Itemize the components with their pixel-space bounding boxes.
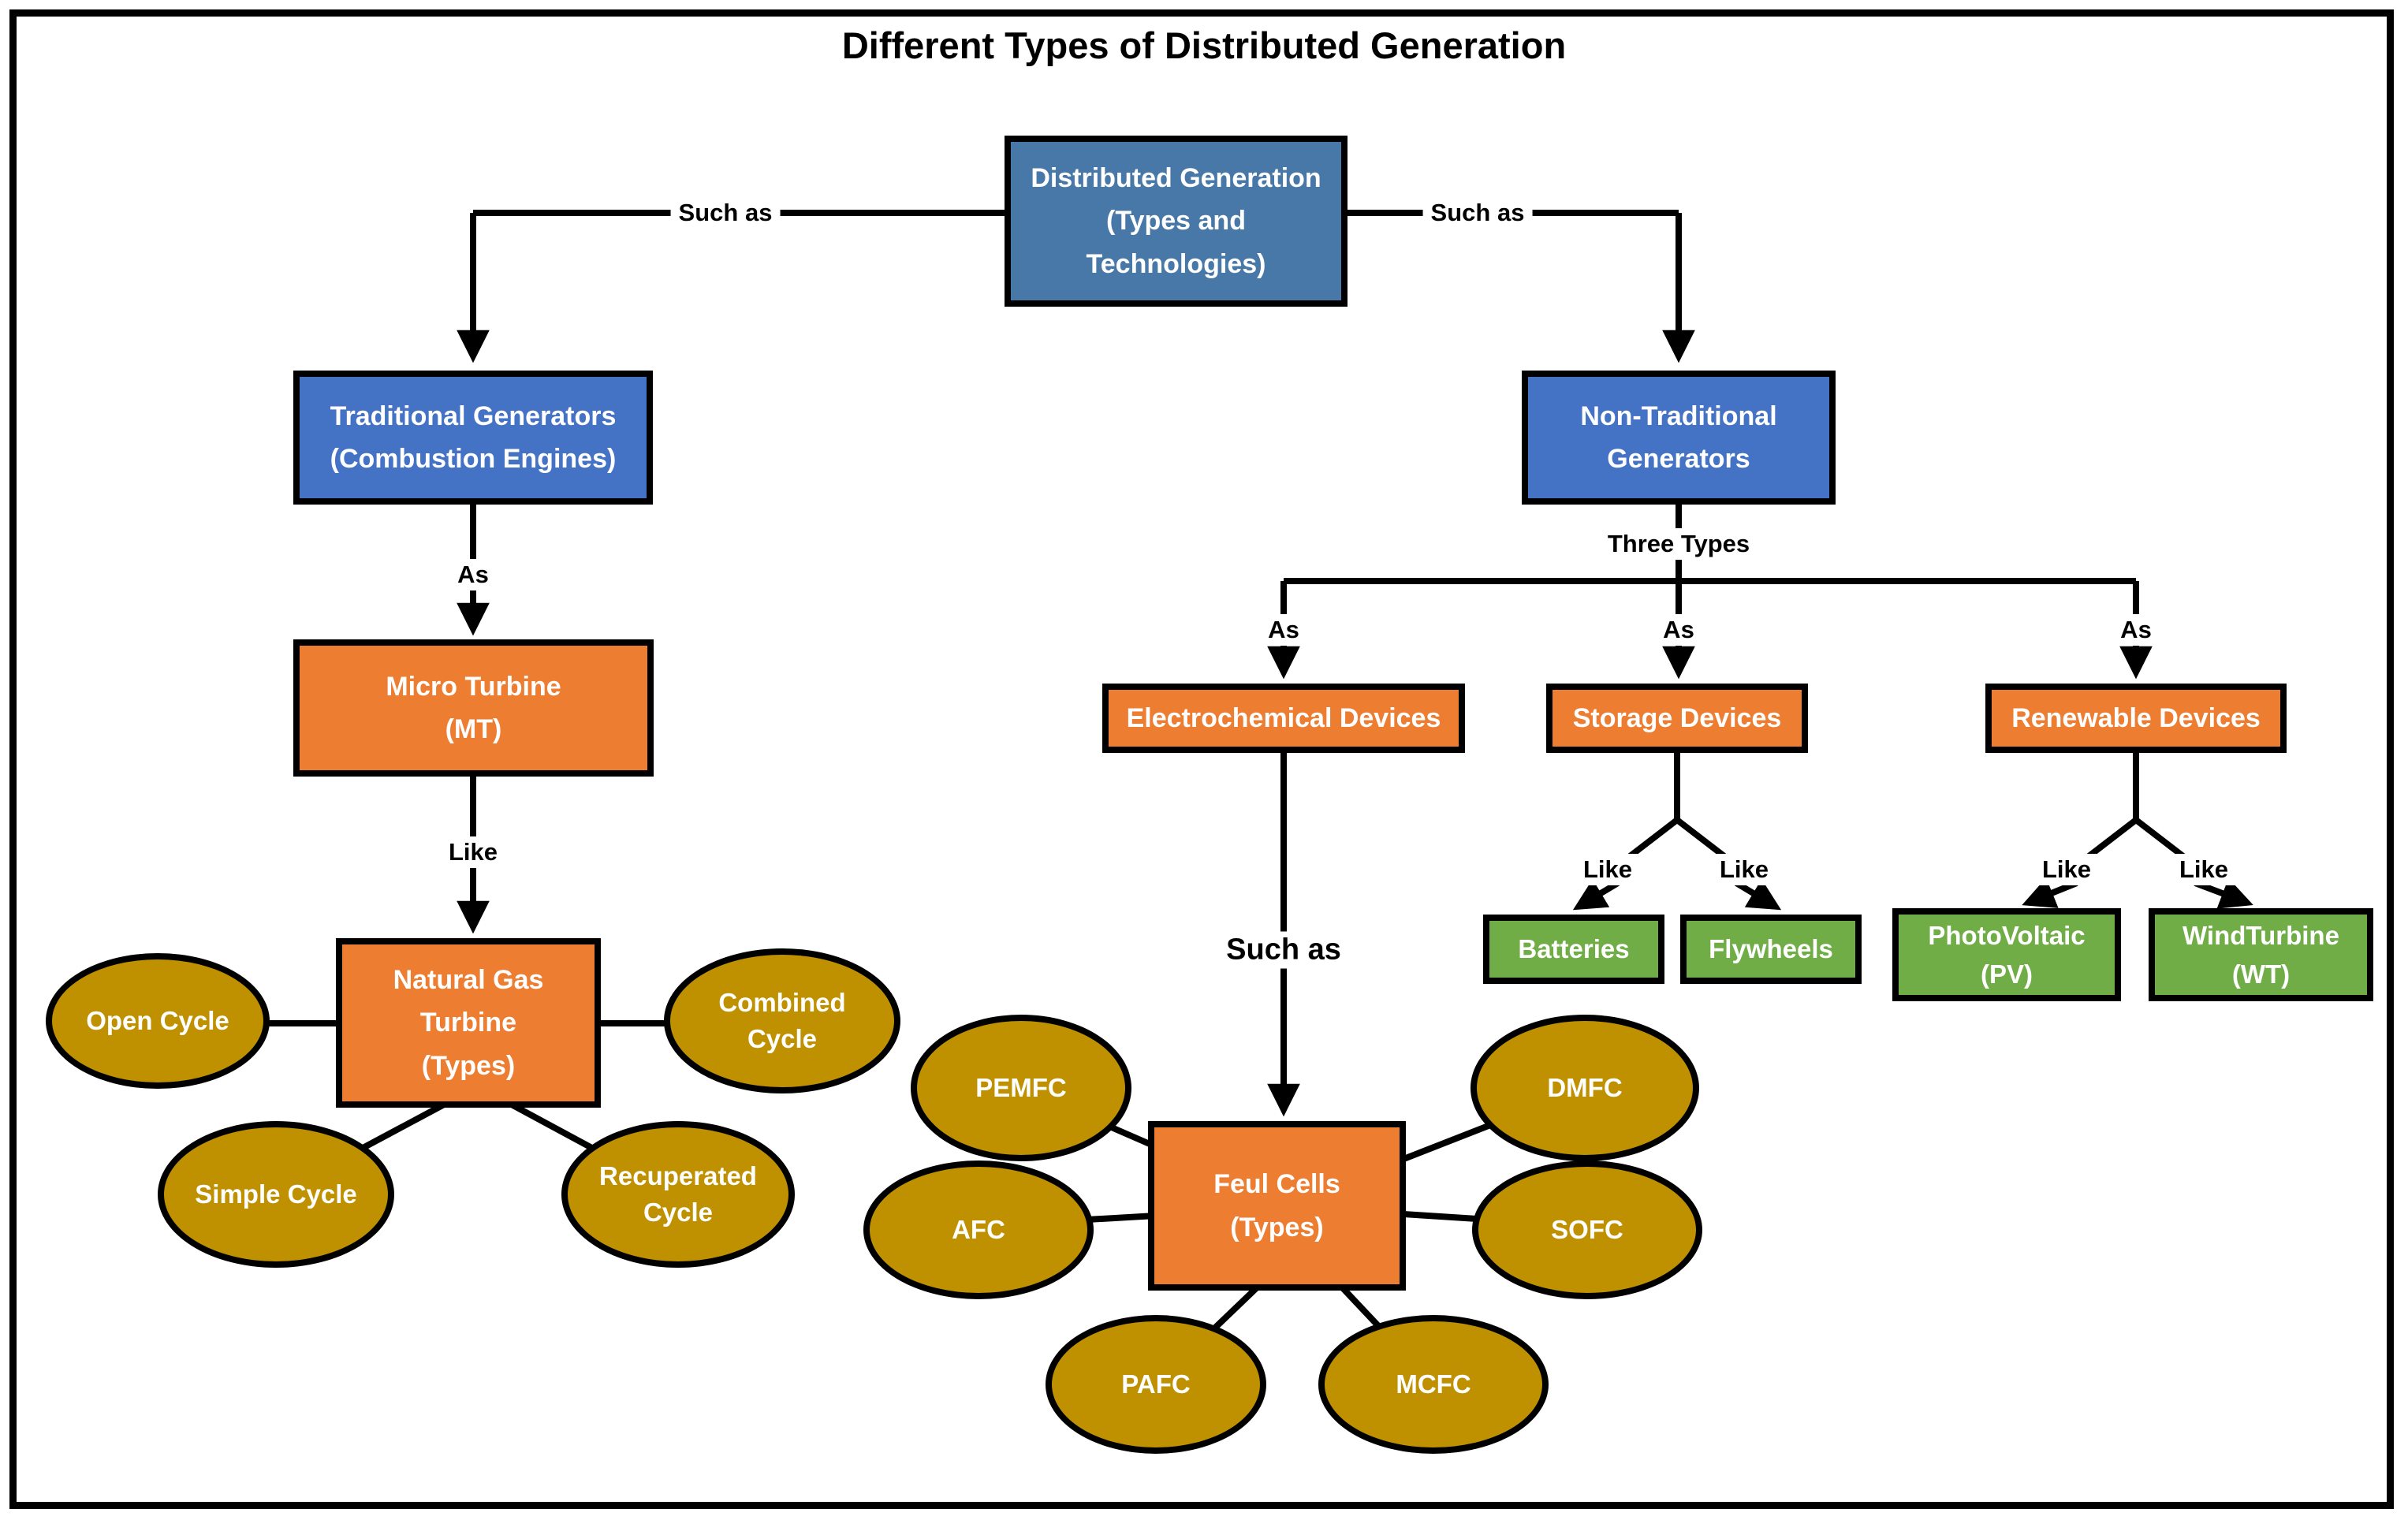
node-feul-cells: Feul Cells (Types) <box>1148 1121 1406 1291</box>
node-feul-cells-label: Feul Cells (Types) <box>1213 1169 1340 1242</box>
node-afc: AFC <box>863 1160 1094 1299</box>
node-batteries-label: Batteries <box>1518 934 1630 964</box>
edge-to-photovoltaic <box>2022 877 2078 908</box>
diagram-border <box>9 9 2394 1509</box>
edge-label-like-batteries: Like <box>1575 854 1641 885</box>
edge-label-such-as-left: Such as <box>670 197 781 229</box>
node-traditional-generators-label: Traditional Generators (Combustion Engin… <box>330 400 617 474</box>
node-distributed-generation-label: Distributed Generation (Types and Techno… <box>1031 162 1321 279</box>
node-combined-cycle: Combined Cycle <box>664 948 900 1093</box>
node-windturbine: WindTurbine (WT) <box>2149 908 2373 1001</box>
node-simple-cycle-label: Simple Cycle <box>195 1179 357 1209</box>
edge-to-windturbine <box>2194 877 2253 909</box>
node-pemfc-label: PEMFC <box>975 1072 1067 1102</box>
edge-to-batteries <box>1572 879 1620 911</box>
node-pafc: PAFC <box>1046 1315 1266 1454</box>
edge-label-as-storage: As <box>1655 614 1702 646</box>
node-photovoltaic-label: PhotoVoltaic (PV) <box>1928 920 2086 989</box>
node-traditional-generators: Traditional Generators (Combustion Engin… <box>293 371 653 505</box>
node-dmfc: DMFC <box>1471 1015 1699 1161</box>
node-electrochemical-devices-label: Electrochemical Devices <box>1126 702 1441 733</box>
node-electrochemical-devices: Electrochemical Devices <box>1102 684 1465 753</box>
node-natural-gas-turbine-label: Natural Gas Turbine (Types) <box>393 964 544 1081</box>
node-pafc-label: PAFC <box>1121 1369 1191 1399</box>
node-recuperated-cycle: Recuperated Cycle <box>561 1121 795 1268</box>
node-sofc: SOFC <box>1472 1160 1702 1299</box>
node-open-cycle: Open Cycle <box>46 953 270 1089</box>
node-renewable-devices: Renewable Devices <box>1985 684 2287 753</box>
node-micro-turbine: Micro Turbine (MT) <box>293 639 654 777</box>
node-afc-label: AFC <box>952 1214 1005 1244</box>
node-renewable-devices-label: Renewable Devices <box>2011 702 2261 733</box>
edge-label-as-traditional: As <box>449 559 497 590</box>
node-combined-cycle-label: Combined Cycle <box>718 987 846 1053</box>
node-mcfc-label: MCFC <box>1396 1369 1471 1399</box>
edge-label-like-windturbine: Like <box>2171 854 2237 885</box>
node-distributed-generation: Distributed Generation (Types and Techno… <box>1005 136 1348 307</box>
edge-label-as-renewable: As <box>2112 614 2160 646</box>
node-flywheels-label: Flywheels <box>1709 934 1833 964</box>
node-mcfc: MCFC <box>1318 1315 1549 1454</box>
node-storage-devices: Storage Devices <box>1546 684 1808 753</box>
node-micro-turbine-label: Micro Turbine (MT) <box>386 671 561 744</box>
node-photovoltaic: PhotoVoltaic (PV) <box>1892 908 2121 1001</box>
edge-label-such-as-fuel: Such as <box>1218 931 1349 969</box>
edge-label-as-electrochemical: As <box>1260 614 1307 646</box>
node-batteries: Batteries <box>1483 915 1664 984</box>
diagram-title: Different Types of Distributed Generatio… <box>841 24 1567 66</box>
node-non-traditional-generators-label: Non-Traditional Generators <box>1580 400 1777 474</box>
edge-label-three-types: Three Types <box>1599 528 1758 560</box>
node-flywheels: Flywheels <box>1680 915 1862 984</box>
edge-label-such-as-right: Such as <box>1422 197 1533 229</box>
edge-label-like-flywheels: Like <box>1711 854 1777 885</box>
node-pemfc: PEMFC <box>911 1015 1131 1161</box>
edge-to-flywheels <box>1734 879 1782 911</box>
node-storage-devices-label: Storage Devices <box>1572 702 1782 733</box>
node-sofc-label: SOFC <box>1551 1214 1623 1244</box>
node-simple-cycle: Simple Cycle <box>158 1121 394 1268</box>
node-natural-gas-turbine: Natural Gas Turbine (Types) <box>336 938 601 1108</box>
node-windturbine-label: WindTurbine (WT) <box>2182 920 2339 989</box>
node-non-traditional-generators: Non-Traditional Generators <box>1522 371 1836 505</box>
edge-label-like-micro: Like <box>440 836 506 868</box>
node-recuperated-cycle-label: Recuperated Cycle <box>599 1160 757 1227</box>
node-dmfc-label: DMFC <box>1547 1072 1623 1102</box>
node-open-cycle-label: Open Cycle <box>86 1005 229 1035</box>
edge-label-like-photovoltaic: Like <box>2033 854 2100 885</box>
